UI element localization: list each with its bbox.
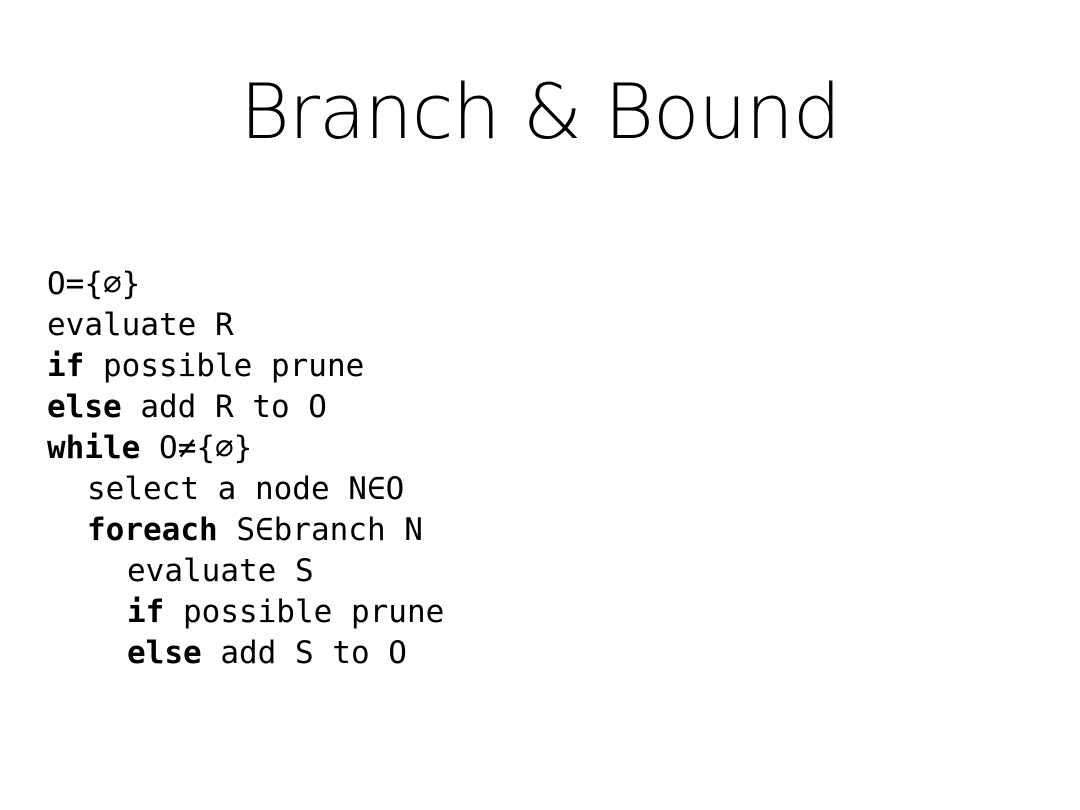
code-line: while O≠{∅} — [47, 428, 444, 469]
code-line: else add R to O — [47, 387, 444, 428]
code-keyword: else — [127, 635, 202, 671]
code-keyword: while — [47, 430, 141, 466]
slide-title: Branch & Bound — [239, 67, 841, 156]
code-keyword: else — [47, 389, 122, 425]
code-text: add S to O — [201, 635, 407, 671]
code-keyword: if — [47, 348, 85, 384]
code-text: add R to O — [121, 389, 327, 425]
code-text: S∈branch N — [217, 512, 423, 548]
code-line: foreach S∈branch N — [47, 510, 444, 551]
code-text: evaluate S — [127, 553, 314, 589]
code-text: select a node N∈O — [87, 471, 405, 507]
code-text: O={∅} — [47, 266, 141, 302]
code-line: evaluate R — [47, 305, 444, 346]
code-text: evaluate R — [47, 307, 234, 343]
code-text: O≠{∅} — [140, 430, 253, 466]
code-line: else add S to O — [47, 633, 444, 674]
code-line: if possible prune — [47, 346, 444, 387]
code-text: possible prune — [84, 348, 365, 384]
code-line: select a node N∈O — [47, 469, 444, 510]
code-line: O={∅} — [47, 264, 444, 305]
pseudocode-block: O={∅} evaluate R if possible prune else … — [47, 264, 444, 674]
code-keyword: if — [127, 594, 165, 630]
code-text: possible prune — [164, 594, 445, 630]
code-line: evaluate S — [47, 551, 444, 592]
code-keyword: foreach — [87, 512, 218, 548]
code-line: if possible prune — [47, 592, 444, 633]
